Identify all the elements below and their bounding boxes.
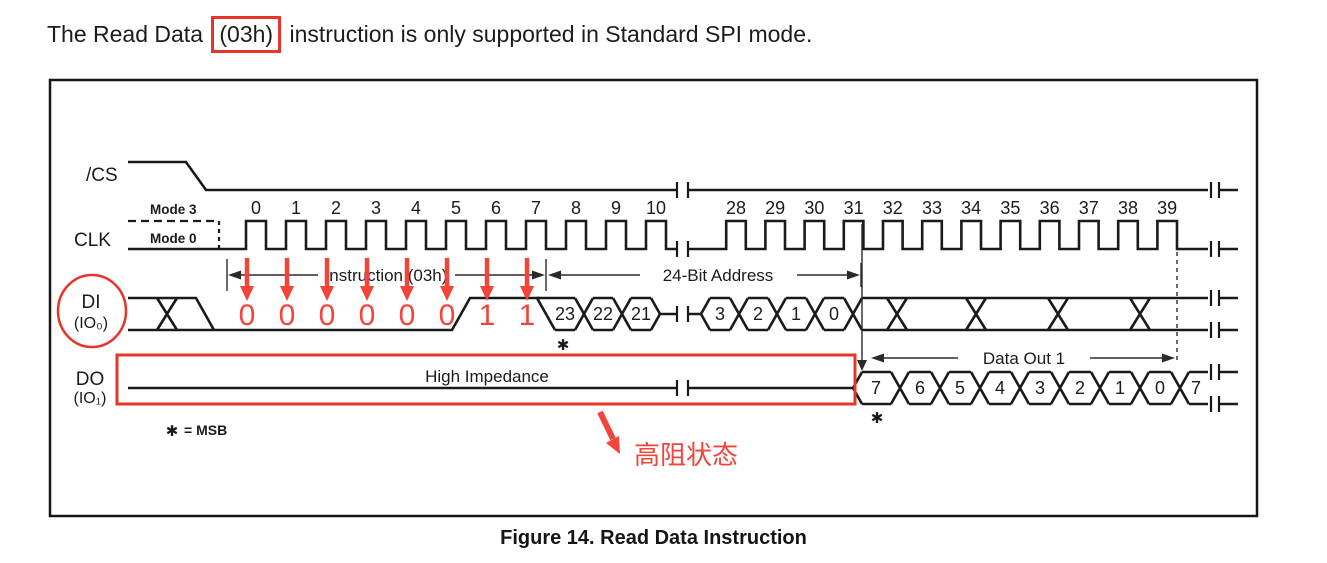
clk-label: CLK	[74, 230, 111, 251]
di-bit-value: 0	[319, 299, 336, 332]
clock-number: 6	[491, 198, 501, 218]
do-data-bit: 2	[1075, 378, 1085, 398]
clk-mode3-label: Mode 3	[150, 202, 197, 217]
bit-arrow-icon	[280, 286, 294, 301]
di-address-hexagons-2	[699, 296, 864, 332]
arrowhead-left-icon	[228, 270, 241, 280]
clk-waveform	[128, 219, 1238, 251]
opcode-highlight-box: (03h)	[211, 15, 282, 53]
clock-number: 1	[291, 198, 301, 218]
intro-before: The Read Data	[47, 20, 210, 47]
di-sub-label: (IO₀)	[74, 315, 108, 332]
di-address-bit: 3	[715, 304, 725, 324]
di-bit-value: 1	[479, 299, 496, 332]
do-data-bit: 7	[1191, 378, 1201, 398]
figure-border	[48, 78, 1259, 518]
di-bit-value: 0	[359, 299, 376, 332]
di-address-bit: 0	[829, 304, 839, 324]
intro-text: The Read Data (03h) instruction is only …	[47, 9, 812, 59]
clock-number: 37	[1079, 198, 1099, 218]
clock-number: 31	[844, 198, 864, 218]
do-sub-label: (IO₁)	[74, 390, 107, 407]
msb-legend-star: ✱	[166, 423, 179, 440]
do-label: DO	[76, 369, 105, 390]
bit-arrow-icon	[360, 286, 374, 301]
di-bit-value: 0	[279, 299, 296, 332]
clock-number: 9	[611, 198, 621, 218]
bit-arrow-icon	[400, 286, 414, 301]
clock-number: 2	[331, 198, 341, 218]
hi-z-annotation-arrow-icon	[606, 436, 620, 454]
clock-number: 32	[883, 198, 903, 218]
di-address-bit: 2	[753, 304, 763, 324]
figure-caption: Figure 14. Read Data Instruction	[500, 527, 807, 549]
dimension-tick	[226, 259, 862, 291]
di-bit-value: 0	[439, 299, 456, 332]
do-data-bit: 6	[915, 378, 925, 398]
clock-number: 30	[804, 198, 824, 218]
clock-number: 33	[922, 198, 942, 218]
msb-star-di: ✱	[557, 337, 570, 354]
clock-number: 5	[451, 198, 461, 218]
di-dont-care-bus	[862, 296, 1238, 332]
arrowhead-left-icon	[548, 270, 561, 280]
arrowhead-right-icon	[532, 270, 545, 280]
address-dim-label: 24-Bit Address	[663, 266, 774, 285]
bit-arrow-icon	[520, 286, 534, 301]
cs-label: /CS	[86, 165, 118, 186]
clock-number: 34	[961, 198, 981, 218]
di-circle-annotation	[56, 273, 128, 349]
clock-number: 39	[1157, 198, 1177, 218]
do-data-bit: 3	[1035, 378, 1045, 398]
clock-number: 36	[1040, 198, 1060, 218]
di-address-bit: 22	[593, 304, 613, 324]
clock-number: 10	[646, 198, 666, 218]
bit-arrow-icon	[320, 286, 334, 301]
hi-z-annotation-arrow-icon	[597, 410, 616, 441]
clk-mode0-label: Mode 0	[150, 231, 197, 246]
di-bit-value: 0	[239, 299, 256, 332]
clock-number: 7	[531, 198, 541, 218]
high-impedance-annotation-box	[115, 353, 857, 406]
intro-after: instruction is only supported in Standar…	[283, 20, 813, 47]
instruction-dim-label: Instruction (03h)	[325, 266, 448, 285]
di-address-hexagons-1	[535, 296, 662, 332]
cs-waveform	[128, 160, 1238, 192]
do-data-bit: 5	[955, 378, 965, 398]
bit-arrow-icon	[480, 286, 494, 301]
high-impedance-label: High Impedance	[425, 367, 549, 386]
clock-number: 8	[571, 198, 581, 218]
di-label: DI	[82, 292, 101, 313]
di-address-bit: 21	[631, 304, 651, 324]
msb-legend-text: = MSB	[184, 422, 227, 438]
hi-z-annotation-label: 高阻状态	[634, 440, 738, 470]
arrowhead-down-icon	[857, 360, 867, 371]
clock-number: 35	[1000, 198, 1020, 218]
msb-star-do: ✱	[871, 410, 884, 427]
do-data-hexagons	[851, 370, 1238, 406]
bit-arrow-icon	[240, 286, 254, 301]
clock-number: 28	[726, 198, 746, 218]
di-waveform	[128, 296, 540, 332]
clock-number: 0	[251, 198, 261, 218]
di-address-bit: 1	[791, 304, 801, 324]
di-address-bit: 23	[555, 304, 575, 324]
do-data-bit: 0	[1155, 378, 1165, 398]
opcode-text: (03h)	[219, 20, 274, 47]
arrowhead-left-icon	[871, 353, 884, 363]
data-out-dim-label: Data Out 1	[983, 349, 1065, 368]
di-bit-value: 0	[399, 299, 416, 332]
clock-number: 4	[411, 198, 421, 218]
arrowhead-right-icon	[1162, 353, 1175, 363]
clock-number: 29	[765, 198, 785, 218]
do-data-bit: 4	[995, 378, 1005, 398]
arrowhead-right-icon	[847, 270, 860, 280]
clock-number: 38	[1118, 198, 1138, 218]
do-data-bit: 1	[1115, 378, 1125, 398]
clock-number: 3	[371, 198, 381, 218]
di-bit-value: 1	[519, 299, 536, 332]
do-data-bit: 7	[871, 378, 881, 398]
bit-arrow-icon	[440, 286, 454, 301]
